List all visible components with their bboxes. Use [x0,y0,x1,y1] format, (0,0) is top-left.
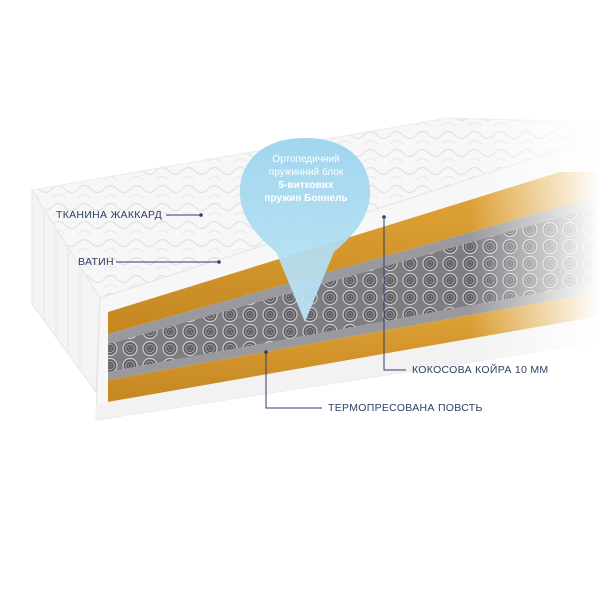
label-thermo-felt: ТЕРМОПРЕСОВАНА ПОВСТЬ [328,402,483,414]
callout-line-1: Ортопедичний [272,154,340,165]
callout-line-2: пружинний блок [268,167,344,178]
label-coconut-coir: КОКОСОВА КОЙРА 10 ММ [412,364,549,376]
callout-line-3: 5-виткових [278,180,334,191]
label-batting: ВАТИН [78,256,114,268]
callout-line-4: пружин Боннель [264,193,348,204]
callout-text: Ортопедичний пружинний блок 5-виткових п… [246,153,366,205]
mattress-side-panel [31,188,101,394]
callout-bubble [239,138,371,322]
leader-lines [116,213,406,409]
label-jacquard-fabric: ТКАНИНА ЖАККАРД [56,209,163,221]
